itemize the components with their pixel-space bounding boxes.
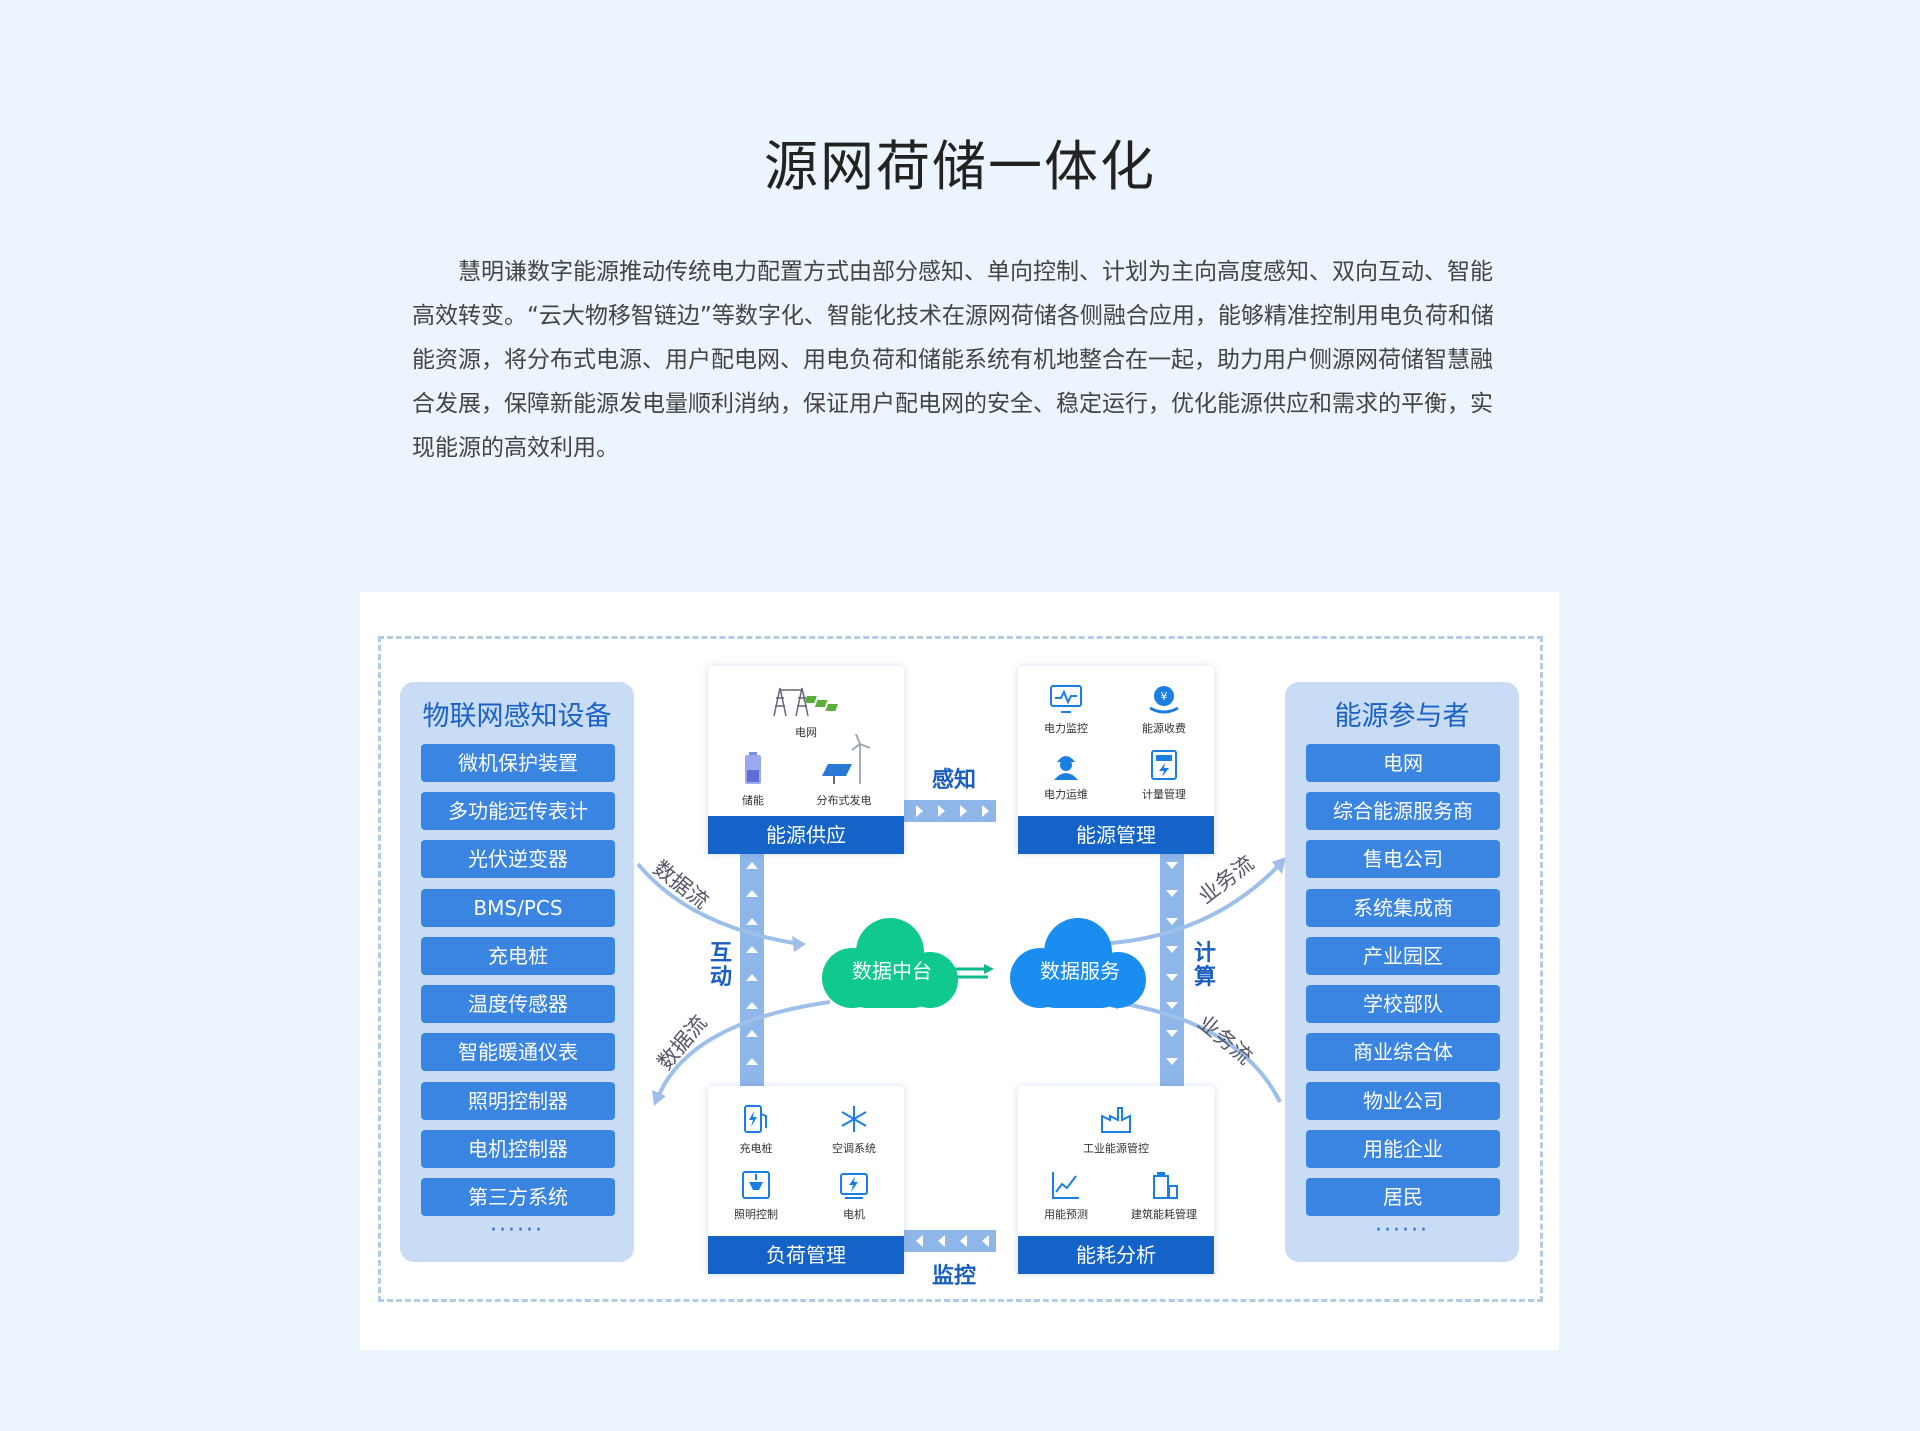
mini-power-maintenance: 电力运维 [1026,750,1106,802]
card-energy-supply[interactable]: 电网 储能 分布式发电 能源供应 [708,666,904,854]
card-load-management[interactable]: 充电桩 空调系统 照明控制 电机 负 [708,1086,904,1274]
card-energy-management[interactable]: 电力监控 ¥ 能源收费 电力运维 计量管理 [1018,666,1214,854]
band-perceive-arrows [916,805,989,817]
participant-item[interactable]: 商业综合体 [1306,1033,1500,1071]
mini-charger: 充电桩 [716,1104,796,1156]
battery-icon [745,752,761,784]
mini-power-maintenance-label: 电力运维 [1044,788,1088,801]
mini-aircon: 空调系统 [814,1104,894,1156]
participant-item[interactable]: 产业园区 [1306,937,1500,975]
participant-item[interactable]: 系统集成商 [1306,889,1500,927]
band-monitor [904,1230,996,1252]
maintenance-worker-icon [1054,756,1078,780]
dashed-border [378,636,1543,1302]
mini-energy-billing-label: 能源收费 [1142,722,1186,735]
band-monitor-arrows [916,1235,989,1247]
monitor-icon [1050,685,1082,713]
label-perceive: 感知 [932,768,977,793]
mini-power-monitor-label: 电力监控 [1044,722,1088,735]
charging-pile-icon [744,1105,767,1133]
mini-power-monitor: 电力监控 [1026,684,1106,736]
mini-charger-label: 充电桩 [739,1142,773,1155]
cloud-data-center [822,918,958,1008]
iot-item[interactable]: 电机控制器 [421,1130,615,1168]
dataflow-curve-top [636,862,801,946]
iot-item[interactable]: 多功能远传表计 [421,792,615,830]
participants-title: 能源参与者 [1334,701,1470,732]
mini-distributed: 分布式发电 [804,734,884,808]
label-monitor: 监控 [932,1264,977,1289]
mini-grid-label: 电网 [795,726,817,739]
mini-aircon-label: 空调系统 [832,1142,876,1155]
iot-item[interactable]: 光伏逆变器 [421,840,615,878]
billing-icon: ¥ [1149,686,1179,714]
mini-metering: 计量管理 [1124,750,1204,802]
iot-item[interactable]: 第三方系统 [421,1178,615,1216]
participant-item[interactable]: 售电公司 [1306,840,1500,878]
mini-industrial-label: 工业能源管控 [1083,1142,1149,1155]
participant-item[interactable]: 物业公司 [1306,1082,1500,1120]
mini-lighting-label: 照明控制 [734,1208,778,1221]
iot-devices-title: 物联网感知设备 [422,701,612,732]
intro-paragraph: 慧明谦数字能源推动传统电力配置方式由部分感知、单向控制、计划为主向高度感知、双向… [412,259,1494,461]
iot-item[interactable]: 充电桩 [421,937,615,975]
forecast-chart-icon [1052,1172,1079,1199]
cloud-data-service-label: 数据服务 [1040,959,1120,983]
factory-icon [1101,1107,1131,1133]
card-energy-analysis-title: 能耗分析 [1018,1236,1214,1274]
bizflow-curve-bottom [1113,1000,1282,1103]
participant-item[interactable]: 电网 [1306,744,1500,782]
card-energy-supply-title: 能源供应 [708,816,904,854]
iot-item[interactable]: 智能暖通仪表 [421,1033,615,1071]
participant-item[interactable]: 综合能源服务商 [1306,792,1500,830]
power-grid-icon [773,687,838,717]
participant-item[interactable]: 居民 [1306,1178,1500,1216]
diagram-panel: 数据中台 数据服务 感知 监控 互动 计算 数据流 数据流 业务流 业务流 物联… [360,592,1559,1350]
mini-building-label: 建筑能耗管理 [1131,1208,1197,1221]
mini-motor-label: 电机 [843,1208,865,1221]
band-perceive [904,800,996,822]
card-energy-management-title: 能源管理 [1018,816,1214,854]
snowflake-icon [841,1106,867,1132]
mini-grid: 电网 [766,682,846,740]
page-title: 源网荷储一体化 [764,135,1156,198]
mini-distributed-label: 分布式发电 [816,794,872,807]
solar-wind-icon [822,734,871,784]
svg-text:¥: ¥ [1161,690,1168,703]
lighting-icon [742,1171,770,1199]
iot-item[interactable]: BMS/PCS [421,889,615,927]
mini-building: 建筑能耗管理 [1124,1170,1204,1222]
motor-icon [840,1173,868,1199]
mini-metering-label: 计量管理 [1142,788,1186,801]
label-interact: 互动 [710,941,733,990]
participant-item[interactable]: 学校部队 [1306,985,1500,1023]
cloud-data-center-label: 数据中台 [852,959,932,983]
iot-item[interactable]: 温度传感器 [421,985,615,1023]
card-energy-analysis[interactable]: 工业能源管控 用能预测 建筑能耗管理 能耗分析 [1018,1086,1214,1274]
meter-icon [1151,750,1177,780]
mini-motor: 电机 [814,1170,894,1222]
mini-forecast-label: 用能预测 [1044,1208,1088,1221]
mini-energy-billing: ¥ 能源收费 [1124,684,1204,736]
mini-lighting: 照明控制 [716,1170,796,1222]
mini-storage: 储能 [713,750,793,808]
mini-industrial: 工业能源管控 [1076,1104,1156,1156]
mini-storage-label: 储能 [742,794,764,807]
building-energy-icon [1153,1172,1178,1199]
cloud-data-service [1010,918,1146,1008]
label-compute: 计算 [1194,941,1217,990]
dataflow-curve-bottom [656,1000,831,1098]
bizflow-curve-top [1097,862,1282,946]
iot-devices-column: 物联网感知设备 微机保护装置 多功能远传表计 光伏逆变器 BMS/PCS 充电桩… [400,682,634,1262]
iot-item[interactable]: 照明控制器 [421,1082,615,1120]
card-load-management-title: 负荷管理 [708,1236,904,1274]
participant-item[interactable]: 用能企业 [1306,1130,1500,1168]
participants-more: ······ [1375,1218,1429,1243]
mini-forecast: 用能预测 [1026,1170,1106,1222]
iot-more: ······ [490,1218,544,1243]
participants-column: 能源参与者 电网 综合能源服务商 售电公司 系统集成商 产业园区 学校部队 商业… [1285,682,1519,1262]
iot-item[interactable]: 微机保护装置 [421,744,615,782]
